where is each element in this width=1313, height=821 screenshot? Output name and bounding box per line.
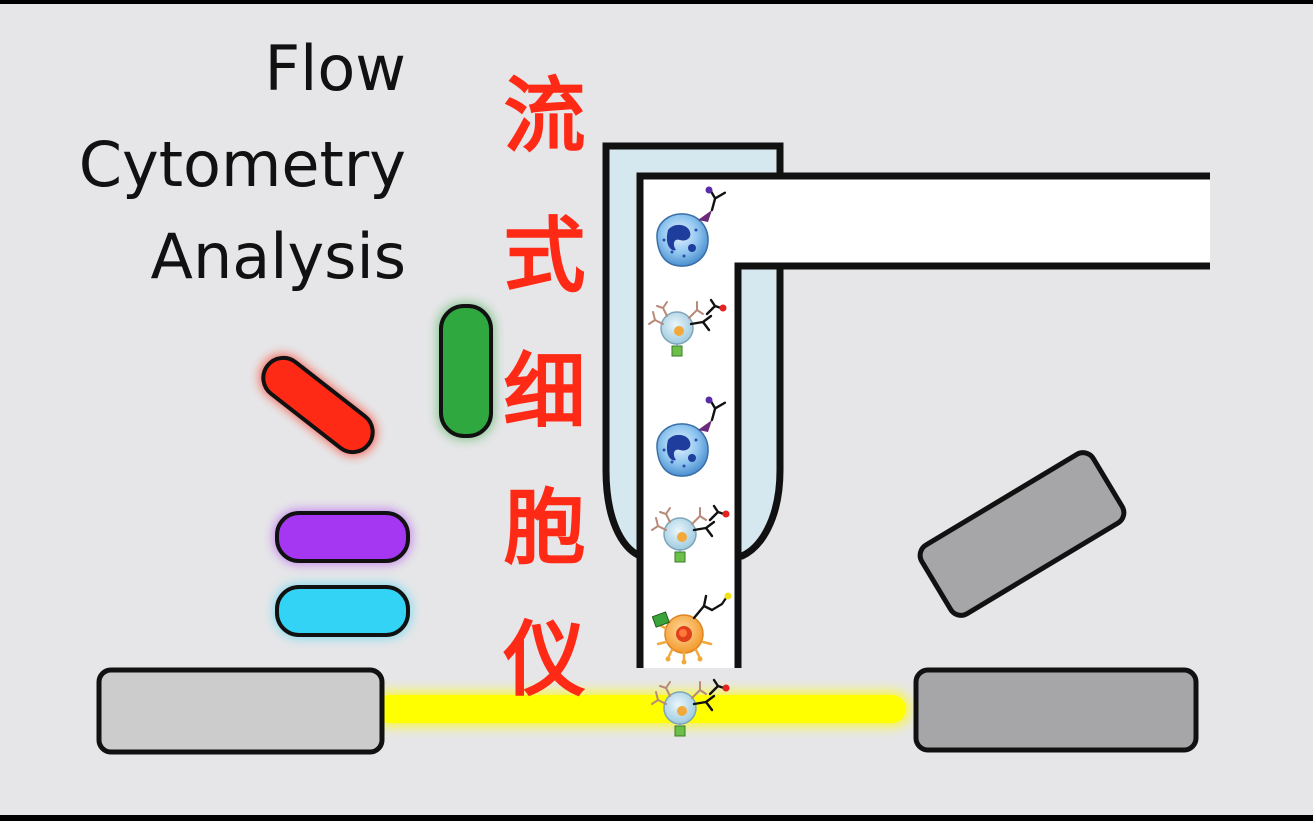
channel-wall-left: [636, 172, 1210, 668]
red-filter: [259, 354, 377, 456]
side-scatter-detector: [917, 450, 1127, 618]
laser-source-box: [96, 667, 385, 755]
green-filter: [437, 302, 495, 440]
title-line-cytometry: Cytometry: [78, 128, 406, 201]
cyan-filter: [273, 583, 412, 639]
title-line-flow: Flow: [264, 32, 406, 105]
chinese-title-char: 式: [503, 209, 586, 304]
forward-scatter-detector: [913, 667, 1199, 753]
channel-wall-right: [734, 262, 1210, 668]
chinese-title-char: 流: [503, 69, 586, 164]
chinese-title-char: 仪: [503, 613, 586, 708]
chinese-title-char: 细: [503, 345, 586, 440]
laser-beam: [376, 695, 906, 723]
chinese-title-char: 胞: [503, 481, 586, 576]
title-line-analysis: Analysis: [150, 220, 406, 293]
purple-filter: [273, 509, 412, 565]
